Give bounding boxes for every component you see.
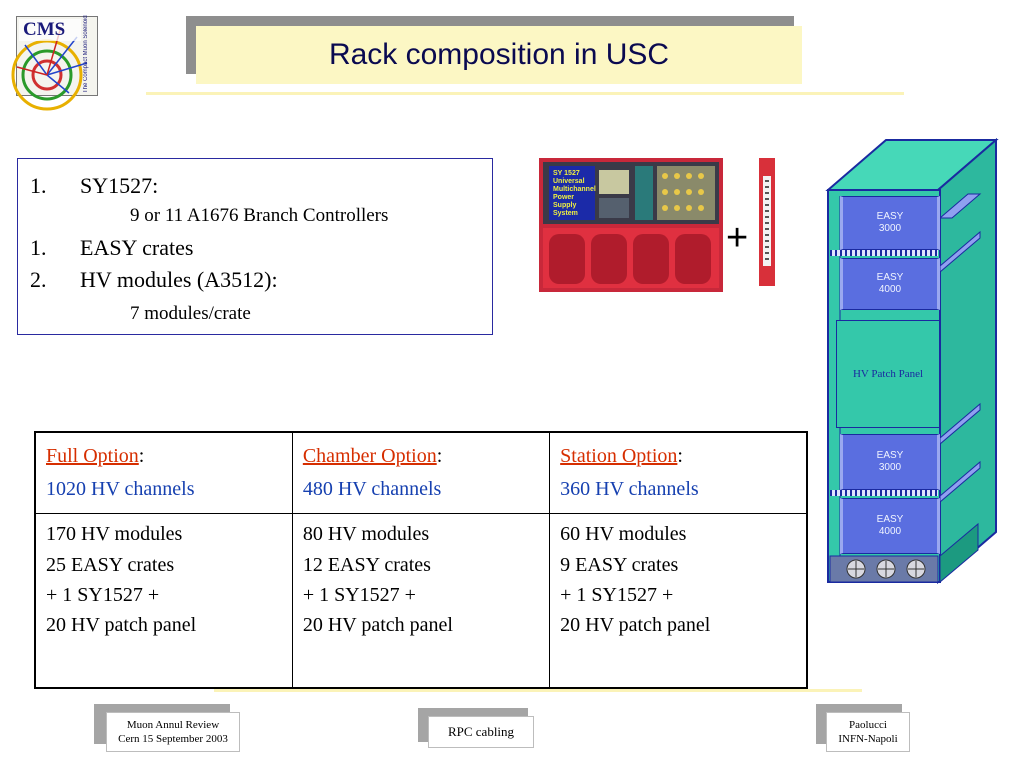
table-row: 170 HV modules 25 EASY crates + 1 SY1527… xyxy=(34,513,808,689)
mainframe-graphic xyxy=(539,158,723,292)
cms-logo-graphic xyxy=(11,17,97,111)
list-label: HV modules (A3512): xyxy=(80,267,278,292)
list-item: 1. EASY crates xyxy=(30,235,193,261)
table-header-cell: Station Option: 360 HV channels xyxy=(549,431,808,514)
slot-line1: EASY xyxy=(876,211,904,222)
rack-rail xyxy=(830,490,938,496)
table-header-row: Full Option: 1020 HV channels Chamber Op… xyxy=(34,431,808,514)
title-underline xyxy=(146,92,904,95)
slot-line1: EASY xyxy=(876,272,904,283)
list-label: EASY crates xyxy=(80,235,194,260)
logo-label: CMS xyxy=(23,19,66,40)
footer-event: Muon Annul Review xyxy=(126,719,220,731)
board-graphic xyxy=(759,158,775,286)
title-box: Rack composition in USC xyxy=(196,26,802,84)
cell-sy: + 1 SY1527 + xyxy=(46,584,160,606)
rack-slot-hv-patch-panel: HV Patch Panel xyxy=(836,320,940,428)
rack-slot-easy-4000: EASY 4000 xyxy=(840,498,940,554)
option-colon: : xyxy=(436,445,443,467)
footer-left-box: Muon Annul Review Cern 15 September 2003 xyxy=(106,712,240,752)
sy1527-mainframe-image: SY 1527 Universal Multichannel Power Sup… xyxy=(539,158,723,292)
page-title: Rack composition in USC xyxy=(328,38,670,71)
cms-logo: CMS The Compact Muon Solenoid xyxy=(11,15,98,111)
cell-sy: + 1 SY1527 + xyxy=(560,584,674,606)
list-subitem: 9 or 11 A1676 Branch Controllers xyxy=(130,205,389,226)
list-number: 1. xyxy=(30,235,47,260)
slot-line1: EASY xyxy=(876,450,904,461)
footer-right-box: Paolucci INFN-Napoli xyxy=(826,712,910,752)
component-list: 1. SY1527: 9 or 11 A1676 Branch Controlle… xyxy=(17,158,493,335)
list-label: SY1527: xyxy=(80,173,159,198)
list-number: 1. xyxy=(30,173,47,198)
footer-topic: RPC cabling xyxy=(447,724,515,739)
cell-modules: 170 HV modules xyxy=(46,523,183,545)
options-table: Full Option: 1020 HV channels Chamber Op… xyxy=(34,431,808,689)
cell-patch: 20 HV patch panel xyxy=(46,614,197,636)
cell-modules: 80 HV modules xyxy=(302,523,430,545)
option-name: Station Option xyxy=(560,445,678,467)
slot-line1: HV Patch Panel xyxy=(852,368,924,380)
footer-institution: INFN-Napoli xyxy=(838,733,898,745)
list-item: 2. HV modules (A3512): xyxy=(30,267,278,293)
cell-patch: 20 HV patch panel xyxy=(560,614,711,636)
slot-line2: 3000 xyxy=(878,223,902,234)
option-channels: 1020 HV channels xyxy=(46,478,195,500)
footer-date: Cern 15 September 2003 xyxy=(118,733,228,745)
cell-crates: 12 EASY crates xyxy=(302,554,431,576)
table-header-cell: Full Option: 1020 HV channels xyxy=(34,431,293,514)
option-name: Chamber Option xyxy=(302,445,437,467)
rack-slot-easy-3000: EASY 3000 xyxy=(840,196,940,250)
list-item: 1. SY1527: xyxy=(30,173,158,199)
footer-center-box: RPC cabling xyxy=(428,716,534,748)
plus-sign: + xyxy=(726,217,749,259)
list-number: 2. xyxy=(30,267,47,292)
rack-slot-easy-3000: EASY 3000 xyxy=(840,434,940,490)
rack-diagram: EASY 3000 EASY 4000 HV Patch Panel EASY … xyxy=(825,137,999,585)
option-colon: : xyxy=(677,445,683,467)
footer-author: Paolucci xyxy=(849,719,887,731)
cell-modules: 60 HV modules xyxy=(560,523,687,545)
table-underline xyxy=(214,689,862,692)
slot-line2: 3000 xyxy=(878,462,902,473)
table-cell: 170 HV modules 25 EASY crates + 1 SY1527… xyxy=(34,513,293,689)
option-channels: 360 HV channels xyxy=(560,478,699,500)
table-cell: 80 HV modules 12 EASY crates + 1 SY1527 … xyxy=(291,513,551,689)
branch-controller-board-image xyxy=(759,158,775,286)
list-subitem: 7 modules/crate xyxy=(130,303,251,324)
logo-vertical-text: The Compact Muon Solenoid xyxy=(83,15,89,93)
rack-slot-easy-4000: EASY 4000 xyxy=(840,258,940,310)
cell-crates: 9 EASY crates xyxy=(560,554,679,576)
cell-patch: 20 HV patch panel xyxy=(302,614,453,636)
option-name: Full Option xyxy=(46,445,139,467)
rack-rail xyxy=(830,250,938,256)
slot-line2: 4000 xyxy=(878,284,902,295)
slot-line2: 4000 xyxy=(878,526,902,537)
table-cell: 60 HV modules 9 EASY crates + 1 SY1527 +… xyxy=(549,513,808,689)
option-colon: : xyxy=(138,445,145,467)
cell-sy: + 1 SY1527 + xyxy=(302,584,416,606)
slot-line1: EASY xyxy=(876,514,904,525)
mainframe-label: SY 1527 Universal Multichannel Power Sup… xyxy=(553,170,596,217)
cell-crates: 25 EASY crates xyxy=(46,554,175,576)
table-header-cell: Chamber Option: 480 HV channels xyxy=(291,431,551,514)
option-channels: 480 HV channels xyxy=(302,478,442,500)
